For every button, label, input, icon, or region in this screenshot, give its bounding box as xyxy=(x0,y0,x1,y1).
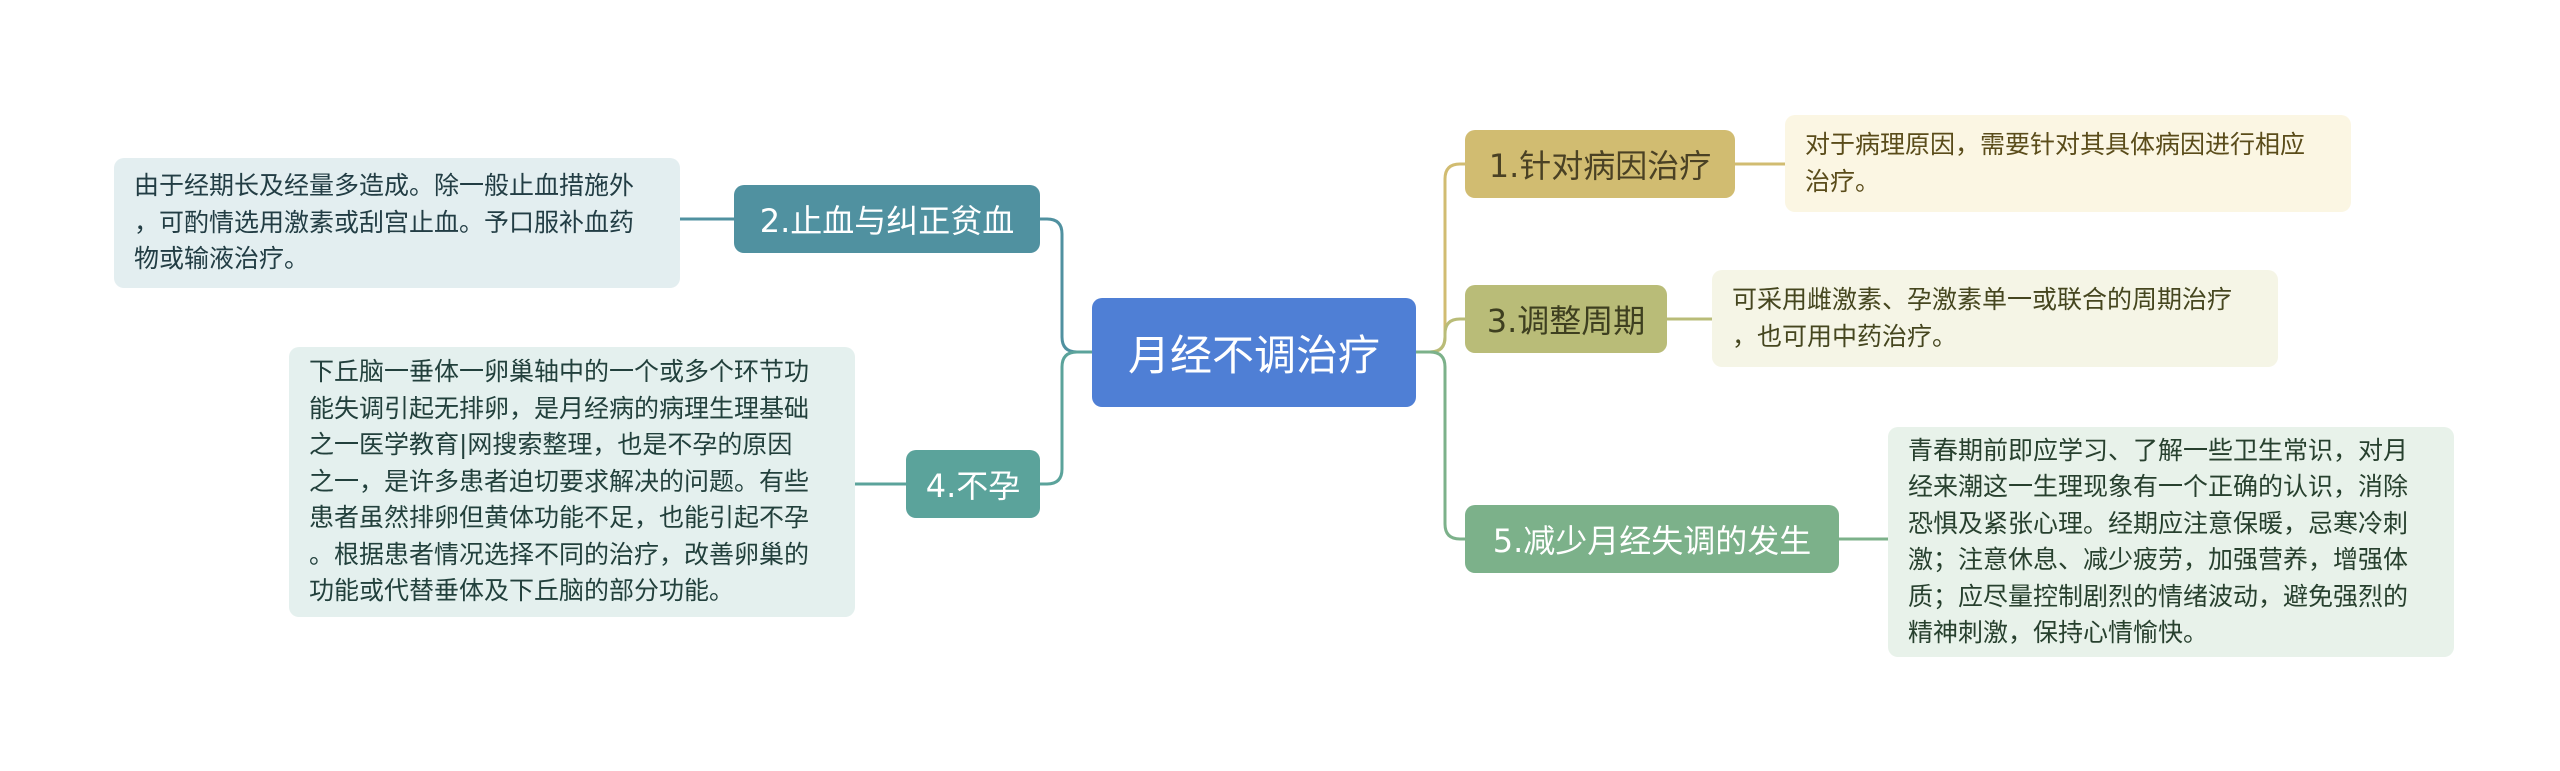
branch-adjust-cycle[interactable]: 3.调整周期 xyxy=(1465,285,1667,353)
detail-line: 患者虽然排卵但黄体功能不足，也能引起不孕 xyxy=(309,503,810,533)
detail-line: ，可酌情选用激素或刮宫止血。予口服补血药 xyxy=(134,207,635,237)
detail-line: 激；注意休息、减少疲劳，加强营养，增强体 xyxy=(1908,545,2409,574)
detail-line: 可采用雌激素、孕激素单一或联合的周期治疗 xyxy=(1732,285,2233,314)
detail-reduce-disorder[interactable]: 青春期前即应学习、了解一些卫生常识，对月 经来潮这一生理现象有一个正确的认识，消… xyxy=(1888,427,2454,657)
detail-line: 对于病理原因，需要针对其具体病因进行相应 xyxy=(1805,130,2306,159)
branch-reduce-disorder[interactable]: 5.减少月经失调的发生 xyxy=(1465,505,1839,573)
detail-line: 。根据患者情况选择不同的治疗，改善卵巢的 xyxy=(309,539,810,569)
detail-line: 之一，是许多患者迫切要求解决的问题。有些 xyxy=(309,466,810,496)
connector-root-b4 xyxy=(1040,350,1092,486)
detail-line: 恐惧及紧张心理。经期应注意保暖，忌寒冷刺 xyxy=(1908,508,2409,538)
detail-line: 精神刺激，保持心情愉快。 xyxy=(1908,618,2209,647)
detail-adjust-cycle[interactable]: 可采用雌激素、孕激素单一或联合的周期治疗 ，也可用中药治疗。 xyxy=(1712,270,2278,367)
connector-root-b1 xyxy=(1416,162,1465,354)
branch-infertility[interactable]: 4.不孕 xyxy=(906,450,1040,518)
detail-line: ，也可用中药治疗。 xyxy=(1732,321,1958,351)
detail-infertility[interactable]: 下丘脑一垂体一卵巢轴中的一个或多个环节功 能失调引起无排卵，是月经病的病理生理基… xyxy=(289,347,855,617)
detail-line: 之一医学教育|网搜索整理，也是不孕的原因 xyxy=(309,430,793,460)
branch-stop-bleeding[interactable]: 2.止血与纠正贫血 xyxy=(734,185,1040,253)
root-topic[interactable]: 月经不调治疗 xyxy=(1092,298,1416,407)
detail-line: 青春期前即应学习、了解一些卫生常识，对月 xyxy=(1908,435,2409,465)
detail-line: 经来潮这一生理现象有一个正确的认识，消除 xyxy=(1908,472,2409,501)
connector-root-b2 xyxy=(1040,217,1092,354)
connector-root-b3 xyxy=(1416,317,1465,354)
detail-treat-cause[interactable]: 对于病理原因，需要针对其具体病因进行相应 治疗。 xyxy=(1785,115,2351,212)
detail-line: 由于经期长及经量多造成。除一般止血措施外 xyxy=(134,171,635,201)
detail-line: 下丘脑一垂体一卵巢轴中的一个或多个环节功 xyxy=(309,357,810,387)
detail-line: 物或输液治疗。 xyxy=(134,244,310,274)
detail-stop-bleeding[interactable]: 由于经期长及经量多造成。除一般止血措施外 ，可酌情选用激素或刮宫止血。予口服补血… xyxy=(114,158,680,288)
detail-line: 功能或代替垂体及下丘脑的部分功能。 xyxy=(309,576,735,606)
branch-treat-cause[interactable]: 1.针对病因治疗 xyxy=(1465,130,1735,198)
detail-line: 能失调引起无排卵，是月经病的病理生理基础 xyxy=(309,393,810,423)
connector-root-b5 xyxy=(1416,350,1465,541)
detail-line: 质；应尽量控制剧烈的情绪波动，避免强烈的 xyxy=(1908,581,2409,611)
detail-line: 治疗。 xyxy=(1805,166,1881,196)
